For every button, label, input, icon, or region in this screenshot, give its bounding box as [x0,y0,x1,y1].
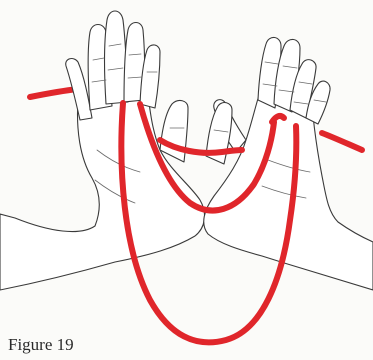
right-hand [204,37,373,290]
figure-caption: Figure 19 [8,336,74,353]
string-right-end [322,133,362,150]
string-left-end [30,89,78,97]
